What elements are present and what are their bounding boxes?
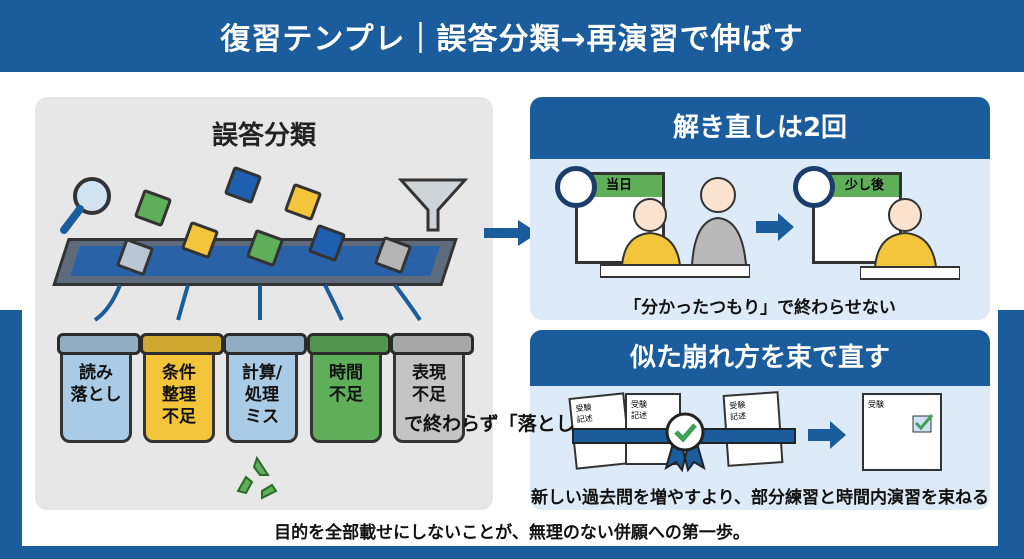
- panel-subtitle: 新しい過去問を増やすより、部分練習と時間内演習を束ねる: [531, 488, 989, 508]
- arrow-right-icon: [808, 421, 846, 449]
- panel-subtitle: 「分かったつもり」で終わらせない: [624, 298, 896, 318]
- funnel-icon: [398, 178, 468, 232]
- panel-heading: 解き直しは2回: [530, 97, 990, 159]
- bin-expression-lack: 表現 不足: [393, 333, 465, 443]
- clock-icon: [793, 166, 835, 208]
- bin-calculation-error: 計算/ 処理 ミス: [226, 333, 298, 443]
- student-with-teacher-illustration: [600, 177, 750, 278]
- recycle-icon: [236, 455, 278, 500]
- magnifier-icon: [60, 177, 111, 234]
- panel-heading: 似た崩れ方を束で直す: [530, 330, 990, 386]
- student-illustration: [860, 198, 960, 280]
- bottom-stripe: [0, 546, 1024, 559]
- flow-arrow: [484, 220, 538, 246]
- overlay-text: で終わらず「落とし: [404, 413, 575, 435]
- page-title: 復習テンプレ｜誤答分類→再演習で伸ばす: [220, 22, 804, 57]
- bin-time-shortage: 時間 不足: [310, 333, 382, 443]
- side-stripe-right: [998, 310, 1024, 559]
- checkbox-checked-icon: [912, 414, 934, 433]
- panel-heading: 誤答分類: [211, 121, 316, 151]
- title-banner: 復習テンプレ｜誤答分類→再演習で伸ばす: [0, 0, 1024, 72]
- result-paper: 受験: [862, 393, 942, 471]
- arrow-right-icon: [756, 213, 794, 241]
- bin-reading-miss: 読み 落とし: [60, 333, 132, 443]
- side-stripe-left: [0, 310, 22, 559]
- bin-condition-setup: 条件 整理 不足: [143, 333, 215, 443]
- check-badge-icon: [664, 412, 706, 472]
- calendar-label: 少し後: [815, 175, 899, 197]
- footer-caption: 目的を全部載せにしないことが、無理のない併願への第一歩。: [274, 523, 750, 543]
- sorting-arrows: [93, 283, 422, 322]
- clock-icon: [555, 166, 597, 208]
- calendar-label: 当日: [578, 175, 662, 197]
